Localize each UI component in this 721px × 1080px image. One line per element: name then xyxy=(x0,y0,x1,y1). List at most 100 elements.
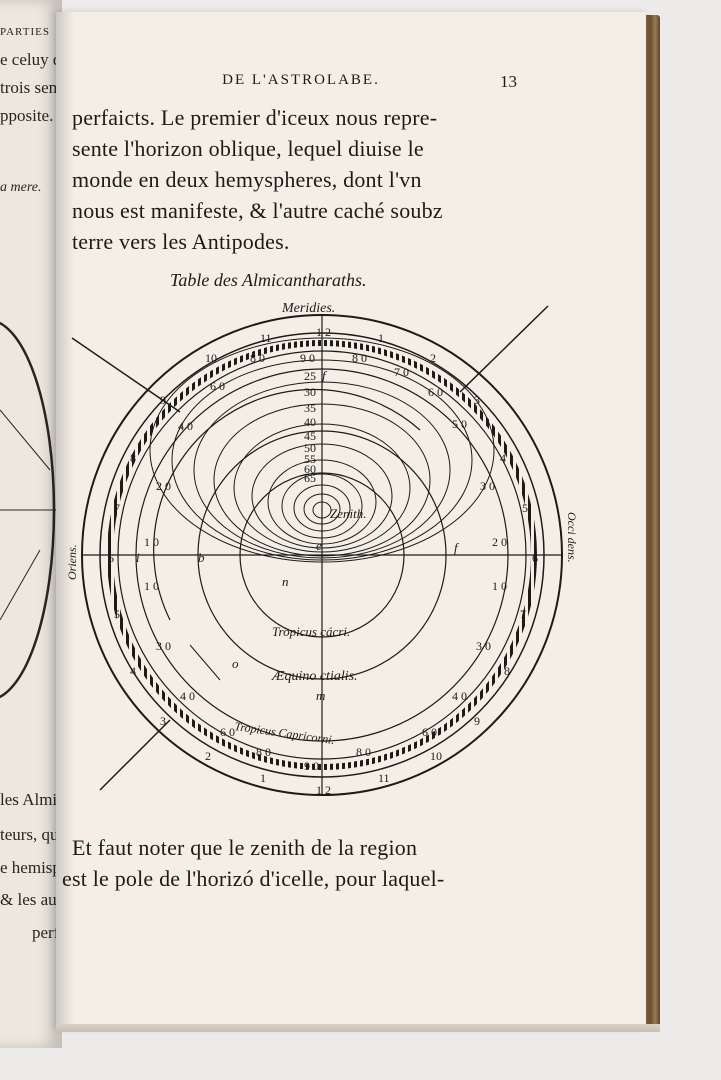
text-line: monde en deux hemyspheres, dont l'vn xyxy=(72,167,422,192)
svg-text:5: 5 xyxy=(522,501,528,515)
tropic-of-cancer xyxy=(239,472,405,638)
svg-text:3: 3 xyxy=(474,393,480,407)
svg-text:m: m xyxy=(316,688,325,703)
point-letters: i b e f f m n o xyxy=(136,368,460,703)
svg-text:9 0: 9 0 xyxy=(304,759,319,773)
svg-text:8: 8 xyxy=(504,664,510,678)
svg-text:4 0: 4 0 xyxy=(452,689,467,703)
left-page-line: trois sembl xyxy=(0,78,62,97)
left-page-line: e hemisp xyxy=(0,858,61,877)
svg-text:11: 11 xyxy=(378,771,390,785)
equinoctial-circle xyxy=(197,430,447,680)
svg-text:25: 25 xyxy=(304,369,316,383)
svg-text:1 2: 1 2 xyxy=(316,325,331,339)
svg-text:i: i xyxy=(136,550,140,565)
text-line: nous est manifeste, & l'autre caché soub… xyxy=(72,198,443,223)
svg-text:7 0: 7 0 xyxy=(394,365,409,379)
svg-text:10: 10 xyxy=(430,749,442,763)
svg-text:3 0: 3 0 xyxy=(476,639,491,653)
left-page-header: PARTIES xyxy=(0,26,50,38)
svg-text:8: 8 xyxy=(130,451,136,465)
label-zenith: Zenith. xyxy=(330,506,366,521)
svg-text:35: 35 xyxy=(304,401,316,415)
almicantarath-circles xyxy=(149,337,495,563)
ecliptic-arc xyxy=(153,388,421,621)
figure-caption: Table des Almicantharaths. xyxy=(170,270,367,290)
left-page-line: pposite. xyxy=(0,106,54,125)
left-page-line: a mere. xyxy=(0,180,42,195)
svg-text:n: n xyxy=(282,574,289,589)
svg-text:8 0: 8 0 xyxy=(250,351,265,365)
svg-text:7: 7 xyxy=(520,607,526,621)
page-edge xyxy=(56,1024,660,1032)
left-page-line: & les autre xyxy=(0,890,62,909)
label-tropicus-cancri: Tropicus cácri. xyxy=(272,624,350,639)
left-page-line: les Almic xyxy=(0,790,62,809)
text-line: Et faut noter que le zenith de la region xyxy=(72,835,418,860)
svg-text:6 0: 6 0 xyxy=(428,385,443,399)
svg-text:10: 10 xyxy=(205,351,217,365)
svg-text:8 0: 8 0 xyxy=(256,745,271,759)
svg-text:f: f xyxy=(454,540,460,555)
text-line: terre vers les Antipodes. xyxy=(72,229,290,254)
elevation-pointer-right xyxy=(459,305,549,393)
left-page-line: teurs, qu xyxy=(0,825,59,844)
svg-text:3: 3 xyxy=(160,714,166,728)
label-meridies: Meridies. xyxy=(281,301,335,316)
svg-text:5: 5 xyxy=(114,607,120,621)
altitude-numbers: 25 30 35 40 45 50 55 60 65 xyxy=(304,369,316,485)
text-line: perfaicts. Le premier d'iceux nous repre… xyxy=(72,105,438,130)
svg-text:60: 60 xyxy=(304,462,316,476)
svg-text:2: 2 xyxy=(205,749,211,763)
svg-text:50: 50 xyxy=(304,441,316,455)
label-occidens: Occi dens. xyxy=(565,512,579,563)
svg-text:7: 7 xyxy=(114,501,120,515)
svg-text:5 0: 5 0 xyxy=(452,417,467,431)
svg-text:2 0: 2 0 xyxy=(492,535,507,549)
svg-text:65: 65 xyxy=(304,471,316,485)
folio-number: 13 xyxy=(500,72,517,91)
degree-numerals: 1 2 11 1 10 2 9 3 8 4 7 5 6 6 5 7 4 8 3 … xyxy=(108,325,538,797)
elevation-pointer-bottom xyxy=(99,719,171,791)
svg-text:6 0: 6 0 xyxy=(422,725,437,739)
svg-text:b: b xyxy=(198,550,205,565)
svg-text:2: 2 xyxy=(430,351,436,365)
label-aequinoctialis: Æquino ctialis. xyxy=(271,669,358,684)
svg-text:3 0: 3 0 xyxy=(480,479,495,493)
right-page xyxy=(56,12,646,1029)
label-oriens: Oriens. xyxy=(65,544,79,580)
svg-text:40: 40 xyxy=(304,415,316,429)
svg-text:2 0: 2 0 xyxy=(156,479,171,493)
svg-text:9: 9 xyxy=(474,714,480,728)
left-page-line: perf xyxy=(32,923,60,942)
svg-text:1 0: 1 0 xyxy=(492,579,507,593)
svg-text:4 0: 4 0 xyxy=(180,689,195,703)
svg-text:6 0: 6 0 xyxy=(210,379,225,393)
text-line: est le pole de l'horizó d'icelle, pour l… xyxy=(62,866,445,891)
svg-text:6: 6 xyxy=(532,551,538,565)
elevation-pointer-left xyxy=(71,337,181,413)
svg-text:45: 45 xyxy=(304,429,316,443)
left-page-line: e celuy d'Y xyxy=(0,50,62,69)
svg-text:30: 30 xyxy=(304,385,316,399)
left-page-diagram xyxy=(0,321,62,699)
svg-text:8 0: 8 0 xyxy=(356,745,371,759)
svg-text:6: 6 xyxy=(108,551,114,565)
svg-text:11: 11 xyxy=(260,331,272,345)
left-page: PARTIES e celuy d'Y trois sembl pposite.… xyxy=(0,0,62,1048)
svg-text:1: 1 xyxy=(260,771,266,785)
page-gutter-shadow xyxy=(56,12,74,1029)
almicantarath-diagram: 1 2 11 1 10 2 9 3 8 4 7 5 6 6 5 7 4 8 3 … xyxy=(65,301,579,797)
svg-text:f: f xyxy=(322,368,328,383)
svg-text:1 2: 1 2 xyxy=(316,783,331,797)
svg-text:1 0: 1 0 xyxy=(144,535,159,549)
running-head: DE L'ASTROLABE. xyxy=(222,72,380,88)
svg-text:o: o xyxy=(232,656,239,671)
svg-text:55: 55 xyxy=(304,452,316,466)
label-tropicus-capricorni: Tropicus Capricorni. xyxy=(234,719,336,747)
svg-text:4: 4 xyxy=(500,451,506,465)
svg-text:8 0: 8 0 xyxy=(352,351,367,365)
svg-text:4 0: 4 0 xyxy=(178,419,193,433)
svg-text:4: 4 xyxy=(130,664,136,678)
svg-text:3 0: 3 0 xyxy=(156,639,171,653)
